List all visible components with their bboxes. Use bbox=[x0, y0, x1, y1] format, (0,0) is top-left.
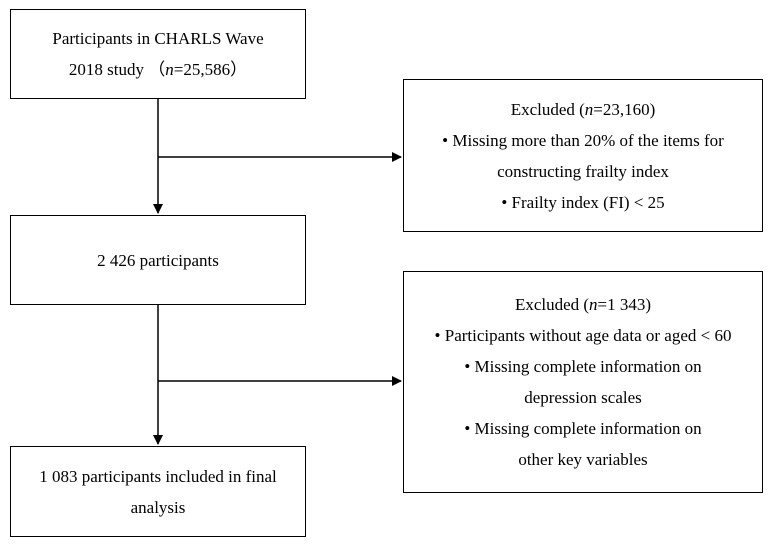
exclusion-2-title-pre: Excluded ( bbox=[514, 295, 590, 314]
exclusion-2-bullet-2-cont: depression scales bbox=[524, 388, 642, 407]
box-final-participants: 1 083 participants included in final ana… bbox=[10, 446, 306, 537]
box-initial-line2-post: =25,586） bbox=[173, 60, 248, 79]
exclusion-2-bullet-2: • Missing complete information on bbox=[464, 357, 702, 376]
exclusion-1-bullet-1-cont: constructing frailty index bbox=[497, 161, 669, 181]
box-middle-text: 2 426 participants bbox=[97, 250, 219, 270]
exclusion-1-title: Excluded (n=23,160) bbox=[511, 94, 656, 125]
exclusion-2-bullet-3-cont: other key variables bbox=[518, 450, 648, 469]
box-initial-line2: 2018 study （n=25,586） bbox=[69, 54, 247, 85]
box-final-line2: analysis bbox=[130, 497, 186, 517]
box-initial-line1: Participants in CHARLS Wave bbox=[52, 29, 264, 48]
exclusion-box-1: Excluded (n=23,160) • Missing more than … bbox=[403, 79, 763, 232]
exclusion-box-2: Excluded (n=1 343) • Participants withou… bbox=[403, 271, 763, 493]
exclusion-2-bullet-1: • Participants without age data or aged … bbox=[434, 326, 732, 345]
exclusion-2-bullet-3: • Missing complete information on bbox=[464, 419, 702, 438]
exclusion-1-bullet-2: • Frailty index (FI) < 25 bbox=[501, 192, 665, 212]
box-initial-line2-n: n bbox=[165, 60, 174, 79]
exclusion-2-title-post: =1 343) bbox=[597, 295, 652, 314]
exclusion-1-bullet-1: • Missing more than 20% of the items for bbox=[442, 130, 724, 150]
exclusion-2-title: Excluded (n=1 343) bbox=[515, 289, 651, 320]
exclusion-1-title-n: n bbox=[584, 99, 594, 119]
exclusion-2-title-n: n bbox=[589, 295, 598, 314]
box-middle-participants: 2 426 participants bbox=[10, 215, 306, 305]
exclusion-1-title-pre: Excluded ( bbox=[510, 99, 585, 119]
exclusion-1-title-post: =23,160) bbox=[593, 99, 656, 119]
box-final-line1: 1 083 participants included in final bbox=[39, 466, 277, 486]
box-initial-line2-pre: 2018 study （ bbox=[68, 60, 166, 79]
box-initial-participants: Participants in CHARLS Wave 2018 study （… bbox=[10, 9, 306, 99]
